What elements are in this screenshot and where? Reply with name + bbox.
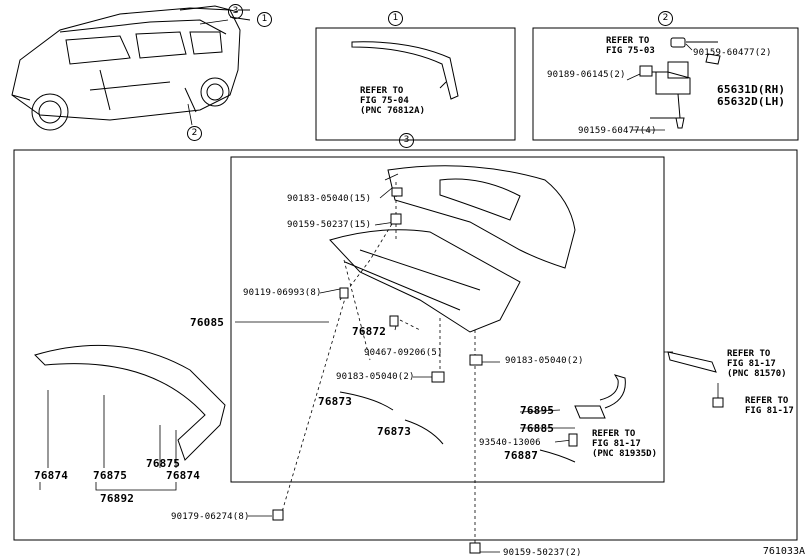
part-76885[interactable]: 76885 [520, 422, 555, 435]
part-76874-left[interactable]: 76874 [34, 469, 69, 482]
trim-board-sketch [329, 229, 521, 333]
clip-90179 [272, 509, 284, 521]
part-76887[interactable]: 76887 [504, 449, 539, 462]
screw-90159-b [469, 542, 481, 554]
part-90159-60477-4[interactable]: 90159-60477(4) [578, 126, 657, 136]
callout-3-panel-header: 3 [399, 133, 414, 148]
clip-90183-b [469, 354, 483, 366]
callout-1-panel-header: 1 [388, 11, 403, 26]
panel2-refer-to[interactable]: REFER TO FIG 75-03 [606, 36, 655, 56]
upper-trim-sketch [34, 344, 226, 461]
part-76085[interactable]: 76085 [190, 316, 225, 329]
vehicle-illustration [11, 5, 251, 131]
part-90179-06274[interactable]: 90179-06274(8) [171, 512, 250, 522]
part-76875-left[interactable]: 76875 [93, 469, 128, 482]
part-76872[interactable]: 76872 [352, 325, 387, 338]
refer-to-81570[interactable]: REFER TO FIG 81-17 (PNC 81570) [727, 349, 787, 379]
part-76873-a[interactable]: 76873 [318, 395, 353, 408]
clip-90119 [339, 287, 349, 299]
panel-1-frame [315, 27, 516, 141]
part-76874-right[interactable]: 76874 [166, 469, 201, 482]
part-90159-60477-2[interactable]: 90159-60477(2) [693, 48, 772, 58]
part-65631d[interactable]: 65631D(RH) [717, 83, 786, 96]
main-frame [13, 149, 798, 541]
part-90119-06993[interactable]: 90119-06993(8) [243, 288, 322, 298]
diagram-id: 761033A [762, 546, 805, 557]
part-90467-09206[interactable]: 90467-09206(5) [364, 348, 443, 358]
part-76895[interactable]: 76895 [520, 404, 555, 417]
lamp-76895 [574, 405, 606, 419]
clip-90183-c [431, 371, 445, 383]
part-90183-05040-2b[interactable]: 90183-05040(2) [336, 372, 415, 382]
part-76873-b[interactable]: 76873 [377, 425, 412, 438]
strip-76873-a [339, 391, 394, 411]
part-90159-50237-2[interactable]: 90159-50237(2) [503, 548, 582, 558]
part-90183-05040-15[interactable]: 90183-05040(15) [287, 194, 372, 204]
callout-1-vehicle[interactable]: 1 [257, 12, 272, 27]
spoiler-sketch [351, 41, 459, 100]
part-76875-right[interactable]: 76875 [146, 457, 181, 470]
callout-2-vehicle[interactable]: 2 [187, 126, 202, 141]
panel-2-frame [532, 27, 799, 141]
part-90183-05040-2a[interactable]: 90183-05040(2) [505, 356, 584, 366]
clip-90183-a [391, 187, 403, 197]
strip-76873-b [404, 419, 444, 445]
stop-lamp-81570 [667, 351, 717, 373]
callout-2-panel-header: 2 [658, 11, 673, 26]
lamp-lens-76887 [539, 449, 576, 463]
inner-frame [230, 156, 665, 483]
part-90189-06145[interactable]: 90189-06145(2) [547, 70, 626, 80]
part-65632d[interactable]: 65632D(LH) [717, 95, 786, 108]
clip-90467 [389, 315, 399, 327]
refer-to-81-17[interactable]: REFER TO FIG 81-17 [745, 396, 794, 416]
refer-to-81935d[interactable]: REFER TO FIG 81-17 (PNC 81935D) [592, 429, 658, 459]
part-76892[interactable]: 76892 [100, 492, 135, 505]
part-90159-50237-15[interactable]: 90159-50237(15) [287, 220, 372, 230]
callout-3-vehicle[interactable]: 3 [228, 4, 243, 19]
panel1-refer-to[interactable]: REFER TO FIG 75-04 (PNC 76812A) [360, 86, 426, 116]
screw-81-17 [712, 397, 724, 408]
part-93540-13006[interactable]: 93540-13006 [479, 438, 541, 448]
screw-90159-a [390, 213, 402, 225]
bulb-93540 [568, 433, 578, 447]
back-door-sketch [387, 165, 576, 269]
